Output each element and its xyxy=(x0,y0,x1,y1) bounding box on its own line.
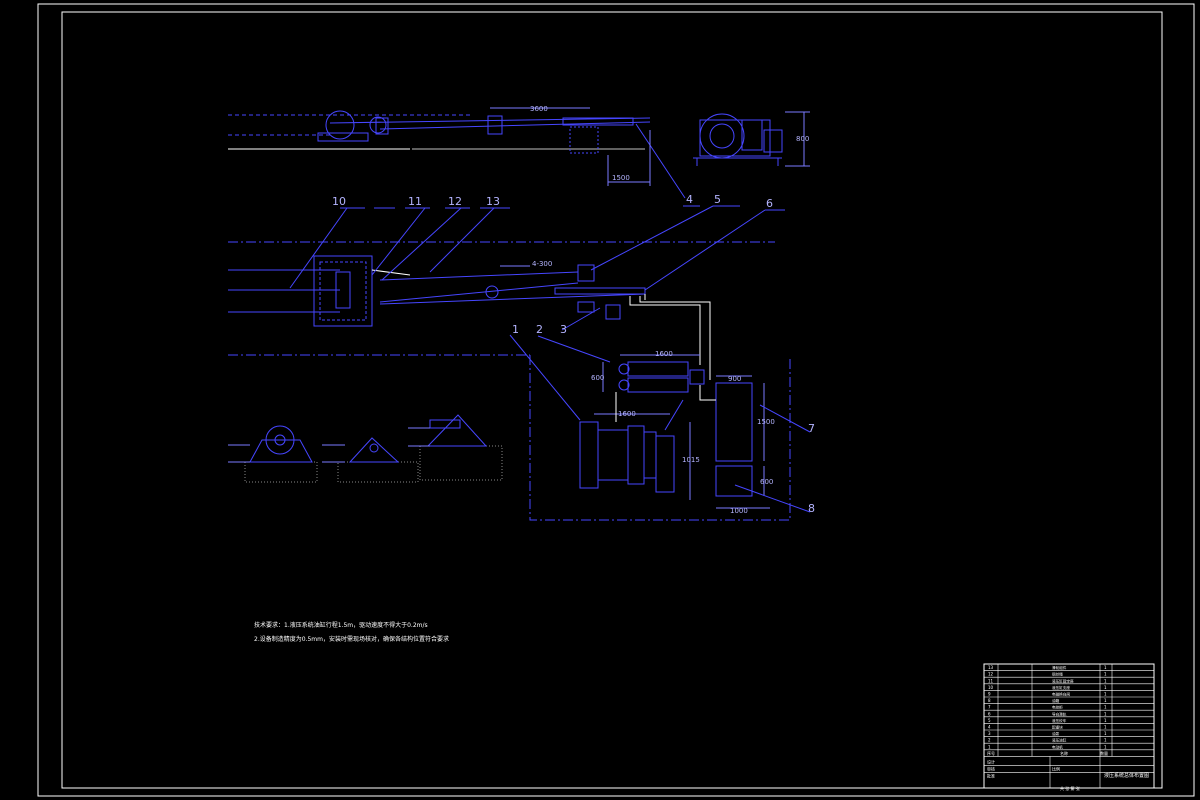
part-label-11: 11 xyxy=(408,195,422,208)
parts-list-qty: 1 xyxy=(1104,705,1107,710)
top-view xyxy=(228,107,810,199)
parts-list-qty: 1 xyxy=(1104,731,1107,736)
parts-list-qty: 1 xyxy=(1104,678,1107,683)
outer-border xyxy=(37,3,1195,797)
part-label-10: 10 xyxy=(332,195,346,208)
parts-list-name: 液压缸固定座 xyxy=(1052,678,1074,683)
part-label-4: 4 xyxy=(686,193,693,206)
parts-list-no: 4 xyxy=(988,725,991,730)
dim-tank-height2: 600 xyxy=(760,478,773,486)
part-label-1: 1 xyxy=(512,323,519,336)
parts-list-no: 12 xyxy=(988,672,994,677)
parts-list-no: 2 xyxy=(988,738,991,743)
dim-cylinder-length: 1600 xyxy=(655,350,673,358)
parts-list-no: 7 xyxy=(988,705,991,710)
parts-list-name: 钢丝绳 xyxy=(1052,672,1063,677)
tech-note-line2: 2.设备制造精度为0.5mm，安装时需现场核对，确保各结构位置符合要求 xyxy=(254,635,449,643)
title-block-drawing-title: 液压系统总体布置图 xyxy=(1104,772,1149,779)
part-label-6: 6 xyxy=(766,197,773,210)
parts-list-name: 电控柜 xyxy=(1052,705,1063,710)
parts-list-qty: 1 xyxy=(1104,698,1107,703)
equipment-layout xyxy=(509,307,811,513)
parts-list-qty: 1 xyxy=(1104,665,1107,670)
parts-list-name: 液压缸支座 xyxy=(1052,685,1070,690)
parts-list-name: 滑轮组件 xyxy=(1052,665,1067,670)
parts-list-qty: 1 xyxy=(1104,692,1107,697)
parts-list-name: 液压油缸 xyxy=(1052,738,1067,743)
parts-list-qty: 1 xyxy=(1104,685,1107,690)
leader-lines-top xyxy=(590,205,785,291)
tech-note-line1: 技术要求：1.液压系统油缸行程1.5m，驱动速度不得大于0.2m/s xyxy=(254,621,428,629)
parts-list-qty: 1 xyxy=(1104,718,1107,723)
dim-mid-small: 4-300 xyxy=(532,260,552,268)
title-block-approve: 批准 xyxy=(987,772,995,778)
part-label-3: 3 xyxy=(560,323,567,336)
foundation-details xyxy=(228,354,791,521)
title-block-sheet-info: 共 张 第 张 xyxy=(1060,785,1080,791)
inner-border xyxy=(61,11,1163,789)
dim-pump-height: 1015 xyxy=(682,456,700,464)
parts-list-qty: 1 xyxy=(1104,711,1107,716)
parts-list-qty: 1 xyxy=(1104,672,1107,677)
parts-list-header-qty: 数量 xyxy=(1100,750,1108,756)
middle-view xyxy=(228,207,775,380)
parts-list-no: 8 xyxy=(988,698,991,703)
dim-top-lower: 1500 xyxy=(612,174,630,182)
parts-list-qty: 1 xyxy=(1104,725,1107,730)
title-block-scale: 比例 xyxy=(1052,765,1060,771)
parts-list-no: 13 xyxy=(988,665,994,670)
parts-list-no: 9 xyxy=(988,692,991,697)
dim-top-span: 3600 xyxy=(530,105,548,113)
parts-list-name: 油泵 xyxy=(1052,731,1060,736)
part-label-7: 7 xyxy=(808,422,815,435)
dim-pump-width: 1600 xyxy=(618,410,636,418)
dim-cylinder-height: 600 xyxy=(591,374,604,382)
parts-list-no: 5 xyxy=(988,718,991,723)
parts-list-qty: 1 xyxy=(1104,738,1107,743)
part-label-8: 8 xyxy=(808,502,815,515)
dim-tank-height: 1500 xyxy=(757,418,775,426)
title-block-design: 设计 xyxy=(987,758,995,764)
dim-tank-width2: 1000 xyxy=(730,507,748,515)
parts-list-no: 10 xyxy=(988,685,994,690)
part-label-2: 2 xyxy=(536,323,543,336)
title-block-check: 审核 xyxy=(987,765,995,771)
parts-list-name: 导向滑轨 xyxy=(1052,711,1067,716)
parts-list-name: 配重块 xyxy=(1052,725,1063,730)
parts-list-no: 1 xyxy=(988,744,991,749)
parts-list-name: 液压绞车 xyxy=(1052,718,1067,723)
parts-list-name: 电动机 xyxy=(1052,744,1063,749)
parts-list-no: 6 xyxy=(988,711,991,716)
part-label-12: 12 xyxy=(448,195,462,208)
part-label-13: 13 xyxy=(486,195,500,208)
parts-list-header-no: 序号 xyxy=(987,750,995,756)
part-label-5: 5 xyxy=(714,193,721,206)
dim-winch-height: 800 xyxy=(796,135,809,143)
parts-list-name: 电磁换向阀 xyxy=(1052,692,1070,697)
parts-list-no: 11 xyxy=(988,678,994,683)
dim-tank-width: 900 xyxy=(728,375,741,383)
parts-list-no: 3 xyxy=(988,731,991,736)
parts-list-qty: 1 xyxy=(1104,744,1107,749)
parts-list-name: 油箱 xyxy=(1052,698,1060,703)
parts-list-header-name: 名称 xyxy=(1060,750,1068,756)
